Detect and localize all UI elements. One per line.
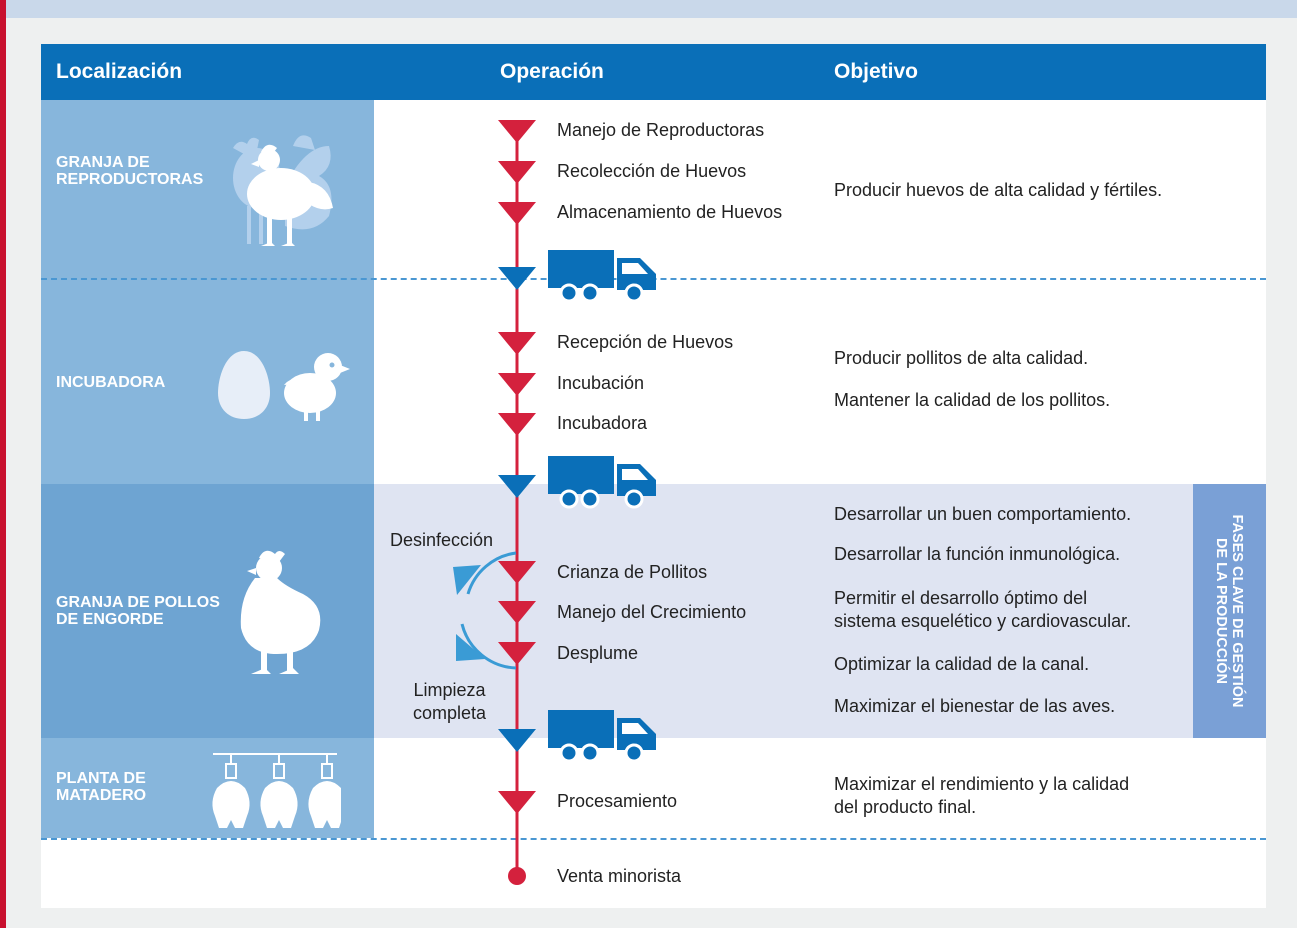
truck-icon	[548, 710, 656, 763]
operation-label: Almacenamiento de Huevos	[557, 202, 783, 222]
disinfection-label: Desinfección	[390, 530, 494, 550]
retail-label: Venta minorista	[557, 866, 682, 886]
operation-marker-icon	[498, 202, 536, 225]
operation-marker-icon	[498, 642, 536, 665]
location-cell-slaughterhouse: PLANTA DE MATADERO	[41, 738, 374, 838]
table-header: Localización Operación Objetivo	[41, 44, 1266, 100]
breeder-hens-icon	[233, 135, 333, 246]
transport-marker-icon	[498, 729, 536, 752]
objective-text: Optimizar la calidad de la canal.	[834, 654, 1090, 674]
left-accent-bar	[0, 0, 6, 928]
cleaning-cycle-icon	[453, 551, 517, 670]
objective-text: Permitir el desarrollo óptimo del sistem…	[834, 588, 1132, 631]
transport-marker-icon	[498, 475, 536, 498]
header-operacion: Operación	[500, 60, 604, 83]
objective-text: Producir pollitos de alta calidad.	[834, 348, 1089, 368]
location-label: INCUBADORA	[56, 374, 166, 391]
top-strip	[0, 0, 1297, 18]
retail-endpoint-icon	[508, 867, 526, 885]
location-cell-breeder-farm: GRANJA DE REPRODUCTORAS	[41, 100, 374, 279]
full-cleaning-label: Limpieza completa	[413, 680, 487, 723]
operation-marker-icon	[498, 413, 536, 436]
truck-icon	[548, 250, 656, 303]
operation-label: Recepción de Huevos	[557, 332, 734, 352]
production-phases-bar	[1193, 484, 1266, 738]
operation-marker-icon	[498, 601, 536, 624]
transport-marker-icon	[498, 267, 536, 290]
operation-marker-icon	[498, 161, 536, 184]
location-label: GRANJA DE POLLOS DE ENGORDE	[56, 594, 220, 628]
operation-label: Crianza de Pollitos	[557, 562, 708, 582]
objective-text: Desarrollar la función inmunológica.	[834, 544, 1121, 564]
operation-marker-icon	[498, 373, 536, 396]
broiler-chicken-icon	[240, 550, 321, 674]
egg-and-chick-icon	[218, 351, 350, 421]
operation-marker-icon	[498, 332, 536, 355]
header-localizacion: Localización	[56, 60, 183, 83]
location-cell-broiler-farm: GRANJA DE POLLOS DE ENGORDE	[41, 484, 374, 738]
operation-label: Desplume	[557, 643, 639, 663]
operation-marker-icon	[498, 791, 536, 814]
stage-divider	[41, 838, 1266, 840]
operation-label: Manejo de Reproductoras	[557, 120, 765, 140]
operation-label: Incubación	[557, 373, 645, 393]
header-objetivo: Objetivo	[834, 60, 919, 83]
operation-marker-icon	[498, 561, 536, 584]
objective-text: Maximizar el rendimiento y la calidad de…	[834, 774, 1130, 817]
operation-label: Procesamiento	[557, 791, 678, 811]
objective-text: Mantener la calidad de los pollitos.	[834, 390, 1111, 410]
hanging-carcasses-icon	[212, 753, 341, 828]
objective-text: Producir huevos de alta calidad y fértil…	[834, 180, 1163, 200]
location-label: PLANTA DE MATADERO	[56, 770, 147, 804]
operation-label: Recolección de Huevos	[557, 161, 747, 181]
operation-label: Manejo del Crecimiento	[557, 602, 747, 622]
truck-icon	[548, 456, 656, 509]
location-label: GRANJA DE REPRODUCTORAS	[56, 154, 204, 188]
location-cell-hatchery: INCUBADORA	[41, 279, 374, 484]
objective-text: Maximizar el bienestar de las aves.	[834, 696, 1116, 716]
operation-marker-icon	[498, 120, 536, 143]
objective-text: Desarrollar un buen comportamiento.	[834, 504, 1132, 524]
operation-label: Incubadora	[557, 413, 648, 433]
